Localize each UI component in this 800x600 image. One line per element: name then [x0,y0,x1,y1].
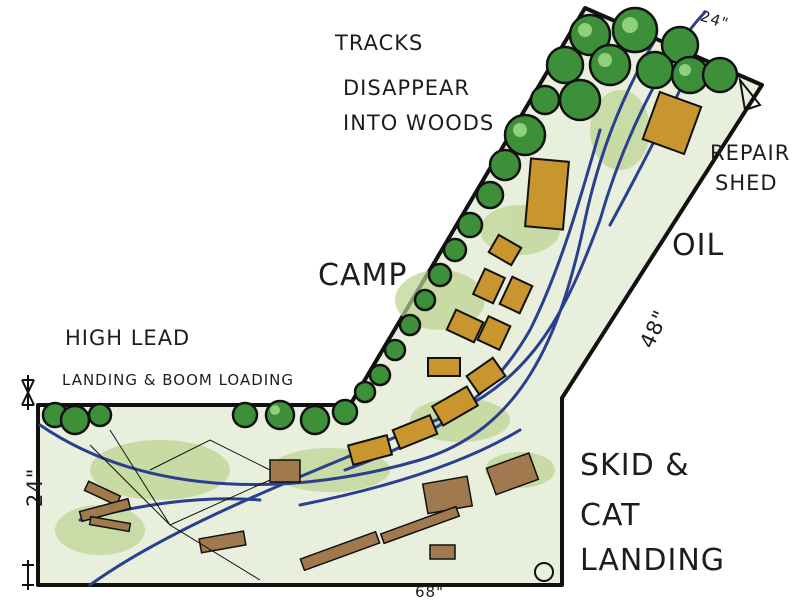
siding-track-1 [38,38,657,487]
skid-label-1: SKID & [580,448,690,483]
dimension-left: 24" [23,468,47,507]
high-lead-label-1: HIGH LEAD [65,326,190,350]
oil-label: OIL [672,228,724,263]
camp-car [391,413,439,451]
tracks-label-2: DISAPPEAR [343,76,470,100]
camp-cabin [476,314,512,352]
rigging-lines [89,429,271,581]
repair-label-1: REPAIR [710,141,790,165]
camp-car [430,385,480,427]
skid-label-2: CAT [580,498,640,533]
annotation-labels: TRACKS DISAPPEAR INTO WOODS CAMP REPAIR … [62,31,790,578]
treeline [41,6,739,436]
camp-label: CAMP [318,258,407,293]
tracks-label-3: INTO WOODS [343,111,494,135]
high-lead-label-2: LANDING & BOOM LOADING [62,371,294,389]
main-track [88,10,707,587]
repair-shed [641,90,703,156]
camp-cabin [487,233,523,267]
camp-cabin [427,357,461,377]
camp-car [465,356,507,396]
siding-track-3 [298,428,522,507]
dimension-bottom: 68" [415,583,444,600]
camp-cabin [498,275,534,315]
camp-cabin [445,308,485,344]
railroad-tracks [38,10,707,587]
camp-buildings [346,90,703,467]
corner-markers [21,76,762,590]
skid-landing-equipment [78,452,540,572]
dimension-top: 24" [698,7,731,33]
camp-cabin [471,267,507,305]
repair-label-2: SHED [715,171,778,195]
skid-label-3: LANDING [580,543,725,578]
layout-outline [36,6,764,587]
compass-icon [534,562,554,582]
tracks-label-1: TRACKS [334,31,423,55]
dimension-side: 48" [635,306,673,352]
camp-car [346,433,394,467]
camp-bunkhouse [524,157,570,231]
dimension-labels: 24" 48" 24" 68" [23,7,731,600]
